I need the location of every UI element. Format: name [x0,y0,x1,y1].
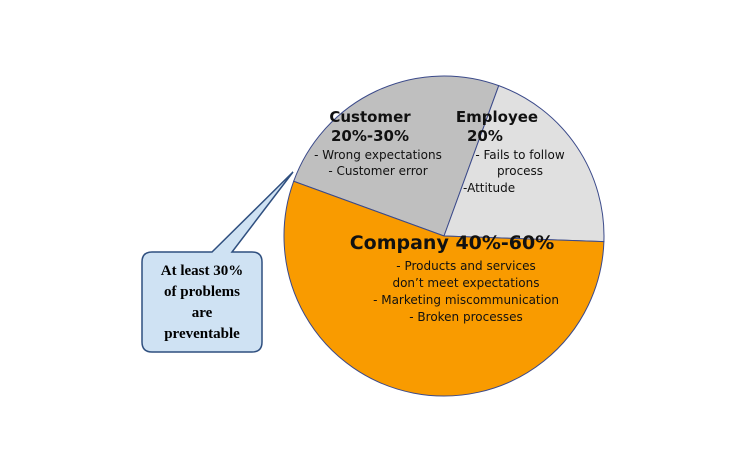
callout: At least 30% of problems are preventable [141,171,294,353]
employee-value: 20% [467,127,503,145]
company-detail-4: - Broken processes [409,310,522,324]
employee-detail-1: - Fails to follow [475,148,564,162]
company-label: Company 40%-60% [350,232,555,254]
callout-line-2: of problems [164,284,240,300]
pie-slice-customer [293,75,500,237]
customer-label: Customer [329,108,411,126]
company-detail-3: - Marketing miscommunication [373,293,559,307]
customer-detail-2: - Customer error [328,164,427,178]
pie-slice-employee [443,85,605,243]
callout-line-3: are [192,305,213,321]
callout-line-1: At least 30% [161,263,244,279]
company-detail-1: - Products and services [396,259,535,273]
employee-label: Employee [456,108,538,126]
pie-slices [283,75,605,397]
callout-line-4: preventable [164,326,240,342]
employee-detail-3: -Attitude [463,181,515,195]
employee-detail-2: process [497,164,543,178]
callout-bubble [141,171,294,353]
pie-slice-company [283,180,605,397]
customer-value: 20%-30% [331,127,409,145]
customer-detail-1: - Wrong expectations [314,148,442,162]
company-detail-2: don’t meet expectations [392,276,539,290]
